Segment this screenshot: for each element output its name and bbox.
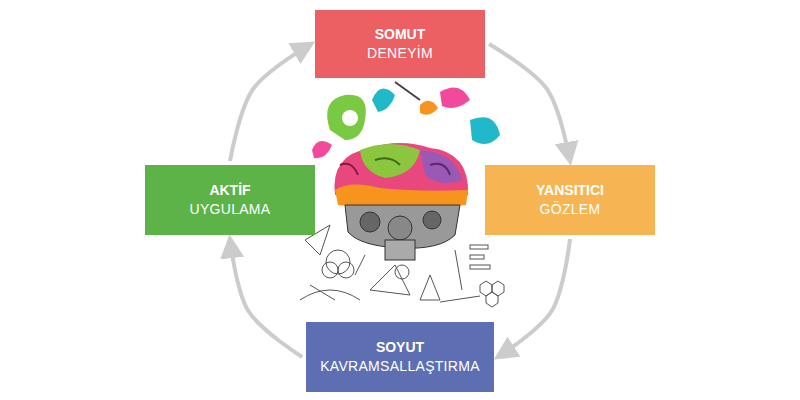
machine-half <box>345 205 460 260</box>
box-heading: SOYUT <box>376 338 424 357</box>
box-heading: YANSITICI <box>536 181 604 200</box>
abstract-box: SOYUTKAVRAMSALLAŞTIRMA <box>306 322 494 392</box>
concrete-box: SOMUTDENEYİM <box>315 10 485 78</box>
box-heading: SOMUT <box>375 25 426 44</box>
active-box: AKTİFUYGULAMA <box>145 165 315 235</box>
brain-lobes <box>334 143 468 209</box>
cycle-arrow <box>498 239 570 357</box>
box-subheading: DENEYİM <box>367 44 433 63</box>
reflective-box: YANSITICIGÖZLEM <box>485 165 655 235</box>
box-subheading: UYGULAMA <box>190 200 271 219</box>
box-subheading: GÖZLEM <box>540 200 601 219</box>
box-subheading: KAVRAMSALLAŞTIRMA <box>320 357 480 376</box>
box-heading: AKTİF <box>209 181 250 200</box>
cycle-arrow <box>230 44 311 161</box>
cycle-arrow <box>230 239 302 357</box>
cycle-arrow <box>489 44 570 161</box>
